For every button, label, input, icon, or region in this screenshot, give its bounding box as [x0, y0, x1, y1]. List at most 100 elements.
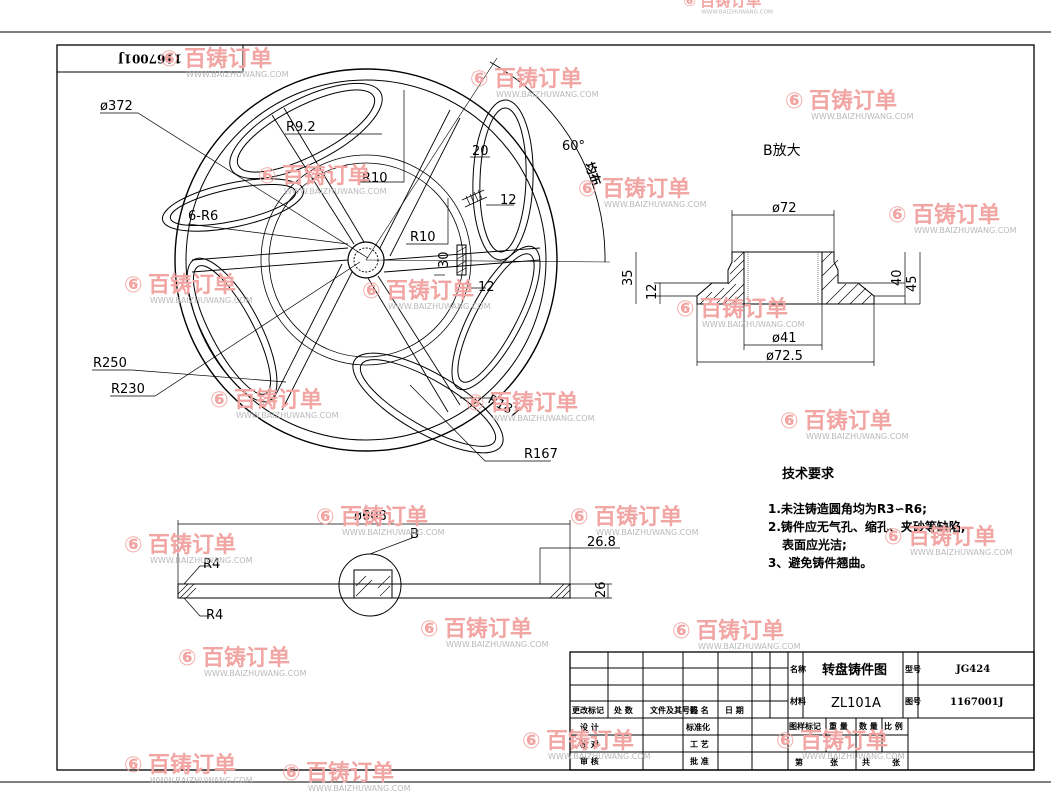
- watermark-url: WWW.BAIZHUWANG.COM: [701, 10, 773, 16]
- watermark-logo-icon: ⑥: [780, 409, 799, 434]
- watermark-url: WWW.BAIZHUWANG.COM: [284, 187, 387, 196]
- watermark-logo-icon: ⑥: [884, 525, 903, 550]
- watermark-logo-icon: ⑥: [466, 391, 485, 416]
- watermark-brand: 百铸订单: [546, 728, 634, 754]
- watermark-logo-icon: ⑥: [676, 297, 695, 322]
- web-ring-outer: [260, 154, 472, 366]
- label-b: B: [410, 527, 419, 542]
- corner-number-box: 1167001J: [57, 45, 244, 73]
- tb-model-label: 型号: [905, 664, 921, 674]
- angle-arc: [489, 61, 606, 263]
- dim-h40: 40: [890, 269, 905, 286]
- dim-12-a: 12: [500, 193, 517, 208]
- watermark-brand: 百铸订单: [184, 46, 272, 72]
- watermark-brand: 百铸订单: [700, 296, 788, 322]
- tb-model: JG424: [955, 664, 990, 675]
- watermark-url: WWW.BAIZHUWANG.COM: [806, 432, 909, 441]
- tb-name-label: 名称: [790, 664, 806, 674]
- watermark-brand: 百铸订单: [490, 390, 578, 416]
- tech-item-4: 3、避免铸件翘曲。: [768, 555, 872, 570]
- detail-hatch: [699, 251, 873, 305]
- dim-26-8: 26.8: [587, 535, 616, 550]
- watermark-brand: 百铸订单: [148, 532, 236, 558]
- watermark-brand: 百铸订单: [234, 387, 322, 413]
- boss-feature: [461, 189, 488, 208]
- watermark-brand: 百铸订单: [696, 618, 784, 644]
- tb-sheet-3: 共: [862, 757, 870, 767]
- dim-r10-mid: R10: [410, 230, 436, 245]
- watermark-brand: 百铸订单: [602, 176, 690, 202]
- watermark-url: WWW.BAIZHUWANG.COM: [186, 70, 289, 79]
- dim-20: 20: [472, 144, 489, 159]
- tb-standard: 标准化: [685, 722, 710, 732]
- dim-h45: 45: [905, 275, 920, 292]
- watermark-brand: 百铸订单: [700, 0, 762, 10]
- plan-view: [92, 57, 611, 462]
- tech-item-2: 2.铸件应无气孔、缩孔、夹砂等缺陷,: [768, 519, 965, 534]
- watermark-url: WWW.BAIZHUWANG.COM: [914, 226, 1017, 235]
- watermark-url: WWW.BAIZHUWANG.COM: [496, 90, 599, 99]
- dim-6-r6: 6-R6: [188, 209, 218, 224]
- watermark-logo-icon: ⑥: [258, 164, 277, 189]
- dim-r230: R230: [111, 382, 145, 397]
- watermark-url: WWW.BAIZHUWANG.COM: [342, 528, 445, 537]
- detail-b-title: B放大: [763, 143, 801, 159]
- watermark-url: WWW.BAIZHUWANG.COM: [596, 528, 699, 537]
- dim-r10-top: R10: [362, 171, 388, 186]
- watermark-brand: 百铸订单: [804, 408, 892, 434]
- dim-h12: 12: [645, 283, 660, 300]
- tb-change-mark: 更改标记: [572, 705, 604, 715]
- tb-approve: 批 准: [690, 756, 709, 766]
- watermark-url: WWW.BAIZHUWANG.COM: [702, 320, 805, 329]
- watermark-url: WWW.BAIZHUWANG.COM: [236, 411, 339, 420]
- watermark-logo-icon: ⑥: [124, 273, 143, 298]
- tb-material-label: 材料: [790, 696, 806, 706]
- watermark-url: WWW.BAIZHUWANG.COM: [446, 640, 549, 649]
- watermark-logo-icon: ⑥: [570, 505, 589, 530]
- watermark-brand: 百铸订单: [202, 645, 290, 671]
- tb-count: 处 数: [613, 705, 634, 715]
- section-plate: [177, 583, 571, 599]
- detail-right-section: [821, 251, 875, 305]
- dim-d372: ø372: [100, 99, 133, 114]
- watermark-url: WWW.BAIZHUWANG.COM: [698, 642, 801, 651]
- watermark-url: WWW.BAIZHUWANG.COM: [388, 302, 491, 311]
- rim-inner: [185, 79, 547, 441]
- tb-name: 转盘铸件图: [822, 662, 887, 678]
- spokes: [191, 107, 541, 413]
- watermark-brand: 百铸订单: [148, 272, 236, 298]
- watermark-url: WWW.BAIZHUWANG.COM: [204, 669, 307, 678]
- tech-title: 技术要求: [782, 466, 835, 482]
- corner-drawing-number: 1167001J: [118, 52, 182, 66]
- dim-d72-5: ø72.5: [766, 349, 803, 364]
- watermark-url: WWW.BAIZHUWANG.COM: [802, 752, 905, 761]
- dim-r4-bottom: R4: [206, 608, 223, 623]
- tb-sheet-4: 张: [892, 758, 901, 767]
- watermark-logo-icon: ⑥: [160, 47, 179, 72]
- key-slot-hatch: [456, 246, 467, 274]
- dim-d41: ø41: [772, 331, 797, 346]
- watermark-brand: 百铸订单: [494, 66, 582, 92]
- tb-sign: 签 名: [689, 705, 709, 715]
- windows: [161, 82, 541, 454]
- watermark-brand: 百铸订单: [444, 616, 532, 642]
- watermark-brand: 百铸订单: [340, 504, 428, 530]
- watermark-logo-icon: ⑥: [785, 89, 804, 114]
